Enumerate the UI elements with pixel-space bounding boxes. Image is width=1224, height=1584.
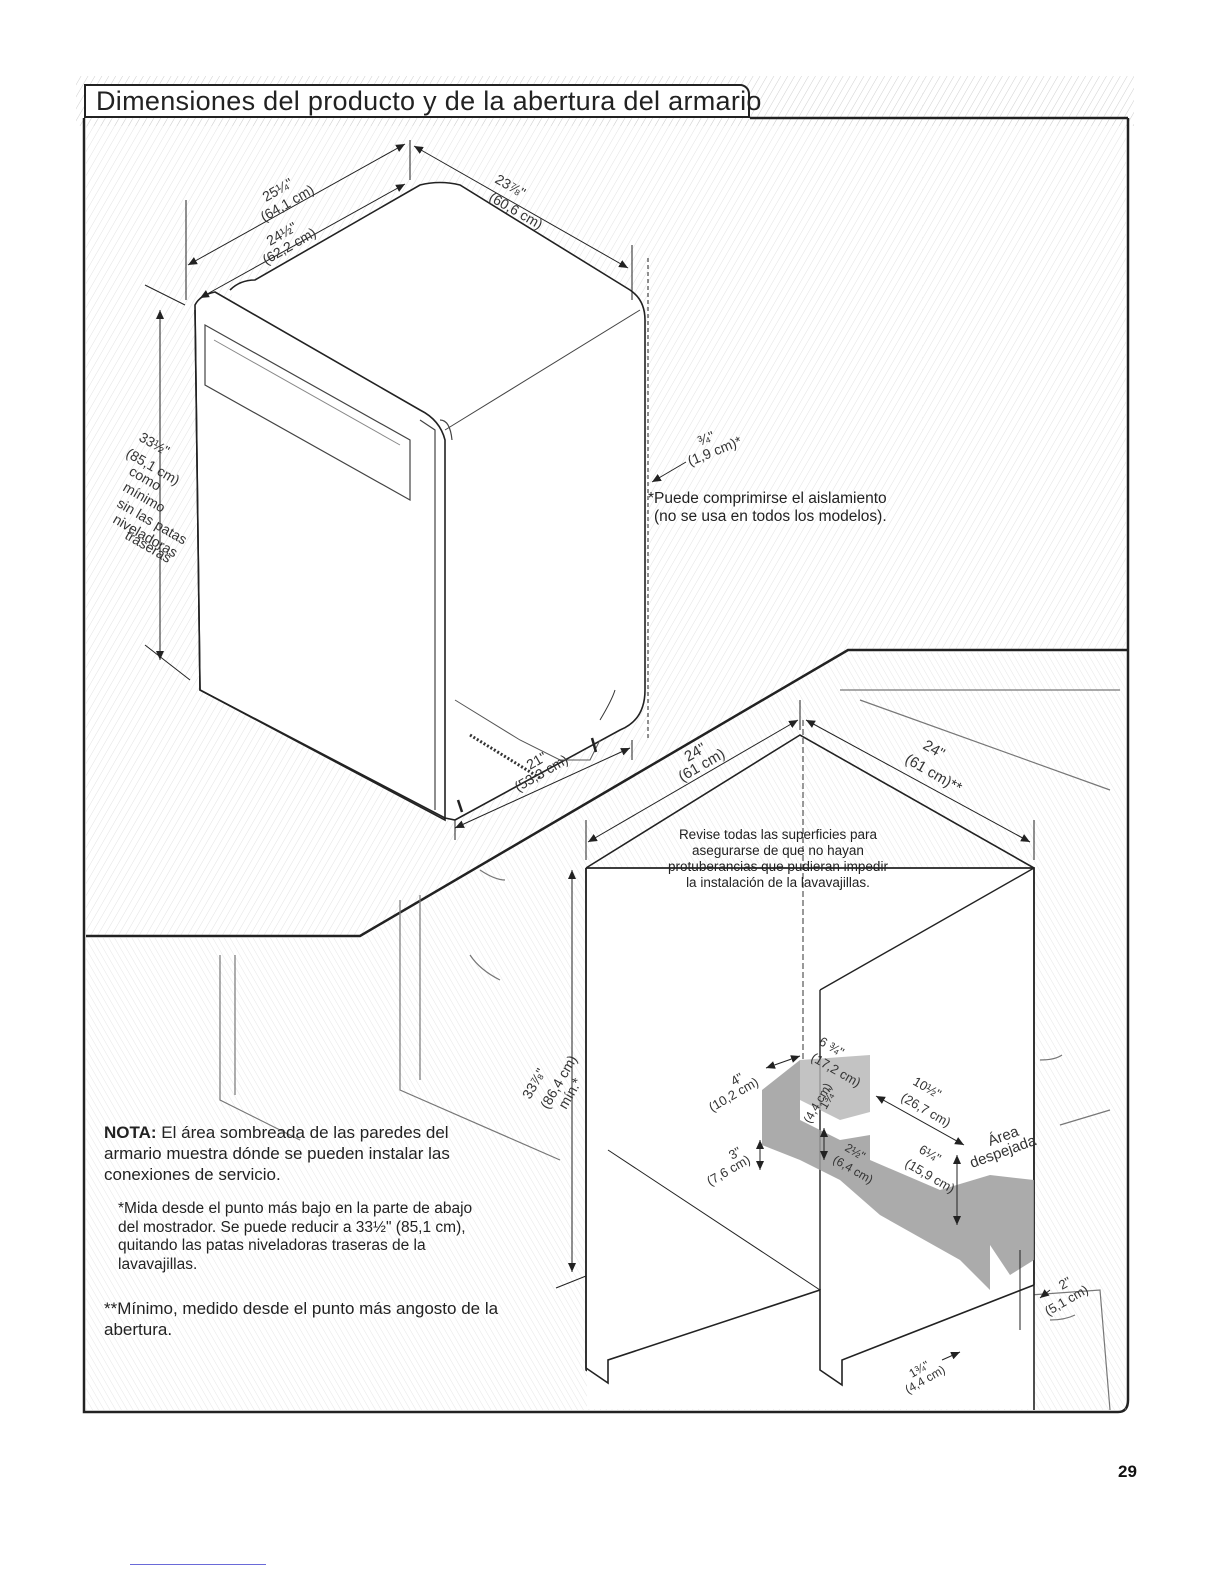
page-number: 29 (1118, 1462, 1137, 1481)
page-title-box: Dimensiones del producto y de la abertur… (84, 84, 761, 118)
service-connection-area (762, 1060, 1034, 1290)
service-area-note: NOTA: El área sombreada de las paredes d… (104, 1122, 464, 1185)
footnote-star: *Mida desde el punto más bajo en la part… (118, 1200, 473, 1273)
nota-text: El área sombreada de las paredes del arm… (104, 1123, 450, 1184)
cabinet-lines (219, 689, 1120, 1411)
page-title: Dimensiones del producto y de la abertur… (96, 85, 762, 116)
footnote-double-star: **Mínimo, medido desde el punto más ango… (104, 1299, 499, 1339)
dim-insulation-in: ¾" (695, 428, 716, 449)
footer-rule (130, 1564, 266, 1565)
insulation-note: *Puede comprimirse el aislamiento (no se… (648, 490, 887, 525)
dishwasher-drawing (194, 181, 646, 822)
nota-label: NOTA: (104, 1123, 157, 1142)
check-surfaces-note: Revise todas las superficies para asegur… (668, 827, 888, 890)
